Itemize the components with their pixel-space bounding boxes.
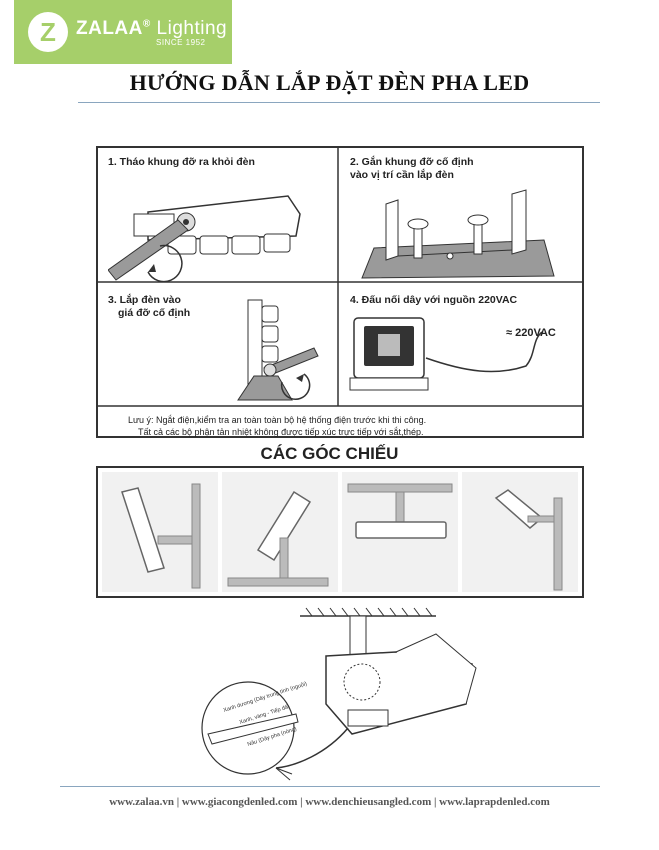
projection-angles-panel [96, 466, 584, 598]
zalaa-logo: Z ZALAA® Lighting SINCE 1952 [14, 0, 232, 64]
logo-suffix: Lighting [151, 18, 227, 39]
logo-text: ZALAA® Lighting SINCE 1952 [76, 18, 227, 47]
page-title: HƯỚNG DẪN LẮP ĐẶT ĐÈN PHA LED [0, 70, 659, 96]
wiring-diagram: Xanh dương (Dây trung tính (nguội) Xanh,… [196, 604, 526, 784]
step-2-label: 2. Gắn khung đỡ cố định vào vị trí cần l… [350, 156, 474, 182]
step-3-illustration [218, 296, 338, 406]
step-3-label: 3. Lắp đèn vào giá đỡ cố định [108, 294, 190, 320]
step-1-label: 1. Tháo khung đỡ ra khỏi đèn [108, 156, 255, 169]
step-4-label: 4. Đấu nối dây với nguồn 220VAC [350, 294, 517, 307]
angles-heading: CÁC GÓC CHIẾU [0, 444, 659, 464]
step-3-line1: 3. Lắp đèn vào [108, 294, 190, 307]
logo-mark-icon: Z [28, 12, 68, 52]
logo-brand: ZALAA® Lighting [76, 18, 227, 40]
footer-links: www.zalaa.vn | www.giacongdenled.com | w… [0, 796, 659, 808]
install-steps-panel: 1. Tháo khung đỡ ra khỏi đèn 2. Gắn khun… [96, 146, 584, 438]
logo-brand-name: ZALAA [76, 18, 143, 39]
angles-illustrations [98, 468, 582, 596]
step-2-line1: 2. Gắn khung đỡ cố định [350, 156, 474, 169]
step-2-illustration [354, 184, 574, 284]
safety-note: Lưu ý: Ngắt điện,kiểm tra an toàn toàn b… [128, 414, 426, 438]
step-1-illustration [108, 174, 328, 284]
step-2-line2: vào vị trí cần lắp đèn [350, 169, 474, 182]
safety-note-line2: Tất cả các bộ phận tản nhiệt không được … [128, 426, 426, 438]
safety-note-line1: Lưu ý: Ngắt điện,kiểm tra an toàn toàn b… [128, 414, 426, 426]
step-3-line2: giá đỡ cố định [108, 307, 190, 320]
title-divider [78, 102, 600, 103]
step-4-illustration: ≈ 220VAC [346, 310, 578, 410]
logo-registered: ® [143, 18, 151, 29]
voltage-label: ≈ 220VAC [506, 327, 556, 339]
footer-divider [60, 786, 600, 787]
